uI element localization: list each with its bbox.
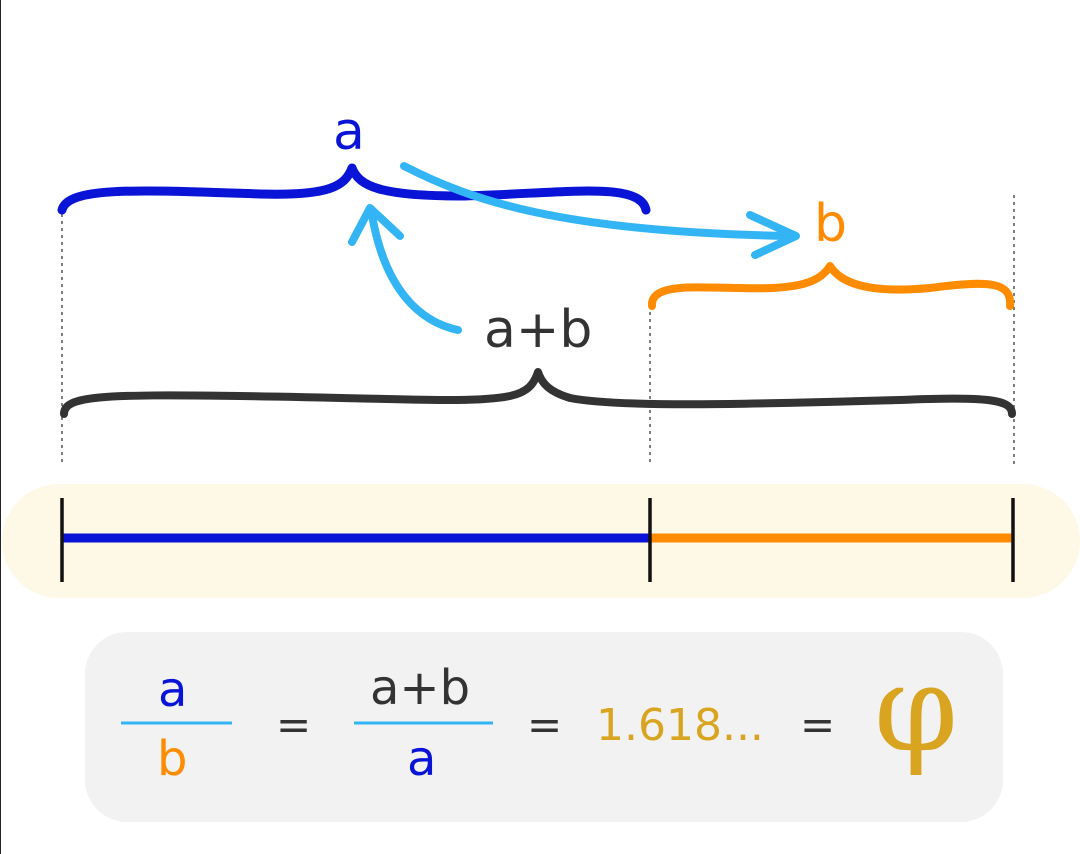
brace-a-plus-b <box>60 368 1016 418</box>
formula-value: 1.618... <box>596 700 764 751</box>
formula-frac1-denominator: b <box>157 731 188 787</box>
label-a-plus-b: a+b <box>484 300 593 360</box>
brace-b <box>648 262 1015 310</box>
label-b: b <box>814 194 848 254</box>
formula-equals-1: = <box>276 700 312 749</box>
left-edge-line <box>0 0 1 854</box>
formula-equals-2: = <box>527 700 563 749</box>
arrow-ab-to-a <box>368 211 462 334</box>
formula-equals-3: = <box>800 700 836 749</box>
label-a: a <box>333 102 365 162</box>
arrow-a-to-b <box>400 162 794 240</box>
formula-frac1-numerator: a <box>158 662 188 718</box>
phi-symbol: φ <box>874 640 959 779</box>
formula-box <box>85 632 1003 822</box>
formula-frac2-denominator: a <box>407 731 437 787</box>
arrow-a-to-b-head <box>746 211 800 259</box>
arrow-ab-to-a-head <box>348 204 404 246</box>
brace-a <box>57 163 651 215</box>
formula-frac2-numerator: a+b <box>370 660 471 716</box>
